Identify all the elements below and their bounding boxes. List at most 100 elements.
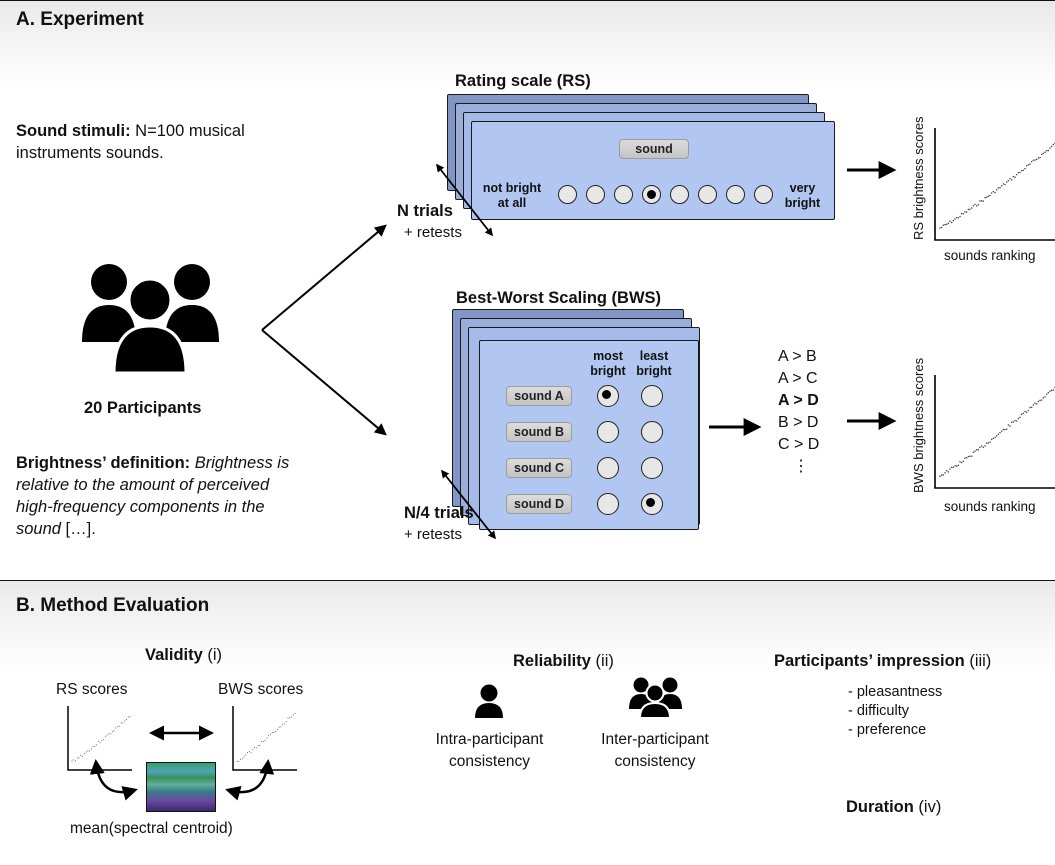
plot-point	[964, 211, 966, 213]
intra-participant-label: Intra-participant consistency	[422, 729, 557, 773]
bws-sound-button[interactable]: sound C	[506, 458, 572, 478]
bws-comparison-item: B > D	[778, 414, 819, 431]
plot-point	[1019, 416, 1021, 419]
plot-point	[266, 737, 268, 739]
plot-point	[960, 461, 963, 464]
plot-point	[89, 750, 91, 752]
definition-text-3: high-frequency components in the	[16, 498, 265, 516]
bws-choice-radio[interactable]	[641, 385, 663, 407]
plot-point	[995, 189, 998, 191]
rs-scale-radio[interactable]	[642, 185, 661, 204]
impression-list: - pleasantness- difficulty- preference	[848, 683, 942, 740]
plot-point	[1024, 410, 1026, 413]
plot-point	[1030, 160, 1033, 163]
plot-point	[954, 465, 956, 467]
plot-point	[944, 223, 946, 226]
plot-point	[975, 448, 978, 451]
plot-point	[975, 205, 978, 207]
plot-point	[949, 220, 951, 222]
plot-point	[989, 194, 991, 197]
plot-point	[1047, 149, 1050, 152]
plot-point	[967, 208, 970, 211]
bws-sound-button[interactable]: sound D	[506, 494, 572, 514]
plot-point	[1015, 173, 1018, 176]
plot-point	[1042, 152, 1045, 155]
rs-scale-radio[interactable]	[614, 185, 633, 204]
bws-choice-radio[interactable]	[597, 385, 619, 407]
rs-left-anchor: not bright at all	[477, 181, 547, 211]
bws-sound-button[interactable]: sound A	[506, 386, 572, 406]
plot-point	[999, 431, 1001, 434]
plot-point	[969, 455, 971, 457]
definition-text-5: […].	[60, 520, 96, 538]
rs-mini-plot-axes	[67, 706, 132, 771]
plot-point	[250, 752, 252, 754]
plot-point	[974, 203, 976, 206]
bws-comparison-item: A > B	[778, 348, 817, 365]
plot-point	[980, 445, 983, 447]
rs-scale-radio[interactable]	[754, 185, 773, 204]
plot-point	[972, 205, 975, 207]
plot-point	[1010, 179, 1013, 181]
rs-trials-arrow	[435, 163, 494, 237]
definition-text-4: sound	[16, 520, 61, 538]
rs-scale-radio[interactable]	[670, 185, 689, 204]
rs-scale-radio[interactable]	[726, 185, 745, 204]
stimuli-text-1: N=100 musical	[130, 122, 245, 140]
plot-point	[952, 466, 955, 468]
branch-arrow-rs	[261, 224, 387, 331]
plot-point	[1027, 409, 1030, 412]
bws-sound-button[interactable]: sound B	[506, 422, 572, 442]
plot-point	[959, 215, 961, 218]
reliability-tag: (ii)	[590, 652, 614, 670]
plot-point	[283, 723, 285, 725]
bws-least-2: bright	[636, 364, 672, 378]
bws-choice-radio[interactable]	[641, 421, 663, 443]
bws-choice-radio[interactable]	[641, 457, 663, 479]
plot-point	[1030, 406, 1033, 409]
bws-plot-axes	[934, 375, 1055, 489]
plot-point	[995, 435, 998, 437]
plot-point	[1052, 389, 1055, 391]
plot-point	[241, 758, 243, 760]
plot-point	[127, 716, 129, 718]
plot-point	[962, 460, 965, 462]
bws-choice-radio[interactable]	[641, 493, 663, 515]
rs-right-anchor-2: bright	[784, 196, 821, 210]
group-participants-icon	[629, 677, 682, 719]
rs-scale-radio[interactable]	[698, 185, 717, 204]
bws-comparison-item: A > C	[778, 370, 818, 387]
plot-point	[255, 747, 257, 749]
section-b-panel: B. Method Evaluation	[0, 580, 1055, 865]
plot-point	[965, 211, 968, 213]
plot-point	[238, 760, 240, 762]
plot-point	[999, 186, 1001, 189]
bws-comparison-item: A > D	[778, 392, 819, 409]
plot-point	[294, 712, 296, 714]
plot-point	[940, 474, 943, 476]
plot-point	[1034, 159, 1036, 161]
rs-scores-label: RS scores	[56, 681, 128, 698]
plot-point	[1050, 145, 1053, 148]
plot-point	[957, 464, 960, 466]
bws-trials-arrow	[440, 469, 497, 540]
plot-point	[1007, 424, 1010, 426]
bws-choice-radio[interactable]	[597, 493, 619, 515]
section-a-title: A. Experiment	[16, 9, 144, 30]
plot-point	[1014, 176, 1016, 178]
plot-point	[1045, 149, 1048, 152]
rs-scale-radio[interactable]	[586, 185, 605, 204]
bws-choice-radio[interactable]	[597, 457, 619, 479]
plot-point	[1032, 159, 1035, 161]
plot-point	[268, 735, 270, 737]
plot-point	[997, 433, 1000, 436]
bws-mini-points	[236, 712, 296, 762]
bws-choice-radio[interactable]	[597, 421, 619, 443]
plot-point	[101, 740, 103, 742]
plot-point	[1034, 402, 1036, 405]
rs-scale-radio[interactable]	[558, 185, 577, 204]
plot-point	[280, 726, 282, 728]
rs-sound-button[interactable]: sound	[619, 139, 689, 159]
plot-point	[1005, 181, 1008, 183]
